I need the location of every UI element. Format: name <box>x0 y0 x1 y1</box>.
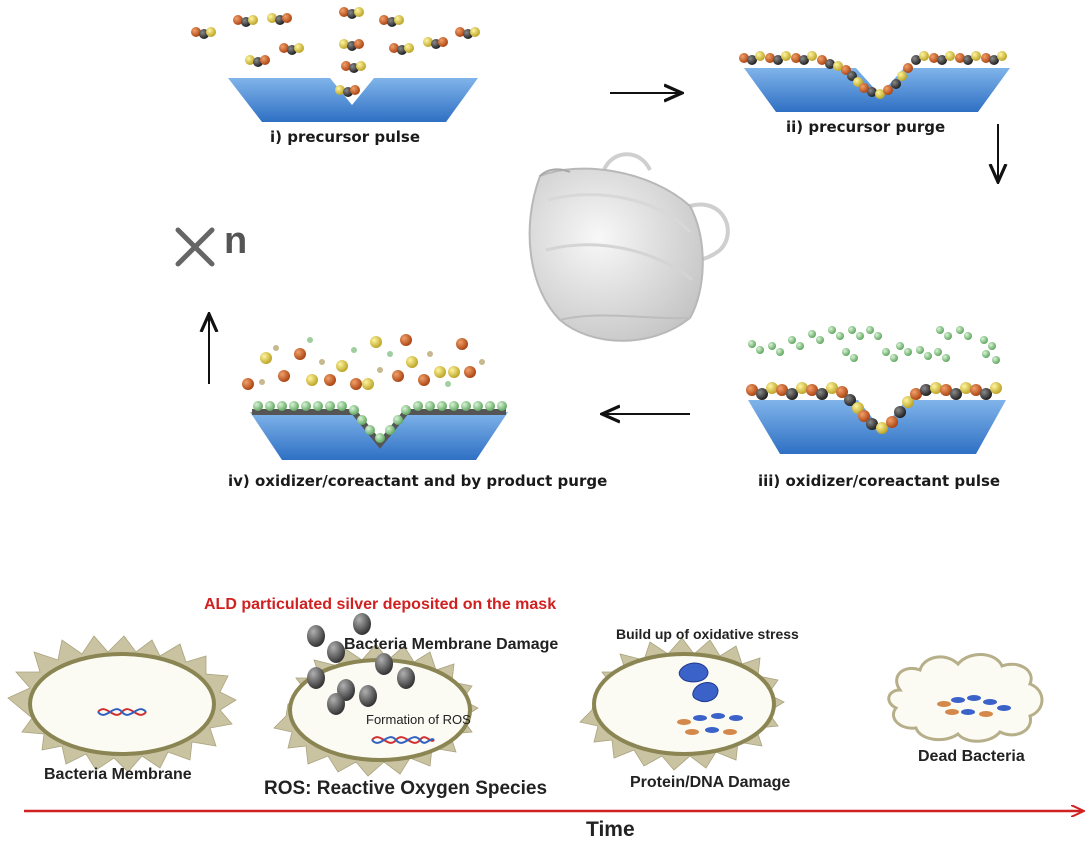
substrate-i <box>228 78 478 122</box>
time-axis-label: Time <box>586 818 635 841</box>
bacteria-cell-intact <box>7 635 237 773</box>
dead-bacteria-label: Dead Bacteria <box>918 748 1025 765</box>
repeat-times-icon <box>175 227 215 267</box>
dead-cell-fragments <box>937 695 1011 717</box>
oxidative-stress-label: Build up of oxidative stress <box>616 626 799 642</box>
step-iv-label: iv) oxidizer/coreactant and by product p… <box>228 472 608 490</box>
dead-membrane <box>887 653 1044 743</box>
adsorbed-layer-ii <box>739 51 1007 99</box>
oxidizer-molecules-iii <box>748 326 1000 364</box>
step-iii-panel <box>746 326 1006 454</box>
adsorbed-layer-iii <box>746 382 1002 434</box>
dna-icon-2 <box>371 736 435 744</box>
bacteria-cell-damaged <box>273 613 479 777</box>
dead-bacteria-cell <box>887 653 1044 743</box>
ros-formation-label: Formation of ROS <box>366 712 471 727</box>
step-ii-label: ii) precursor purge <box>786 118 946 136</box>
step-ii-panel <box>739 51 1010 112</box>
substrate-iv <box>250 412 508 460</box>
repeat-count-label: n <box>224 220 248 262</box>
silver-nanoparticles <box>307 613 415 715</box>
deposition-label: ALD particulated silver deposited on the… <box>204 596 557 613</box>
damaged-dna-fragments <box>677 713 743 735</box>
bacteria-membrane-label: Bacteria Membrane <box>44 766 192 783</box>
membrane-damage-label: Bacteria Membrane Damage <box>344 636 559 653</box>
membrane-1 <box>28 652 216 756</box>
damaged-protein-icon <box>678 662 719 703</box>
step-i-panel <box>191 7 480 122</box>
ros-definition-label: ROS: Reactive Oxygen Species <box>264 778 548 799</box>
step-iii-label: iii) oxidizer/coreactant pulse <box>758 472 1001 490</box>
step-iv-panel <box>242 334 508 460</box>
step-i-label: i) precursor pulse <box>270 128 421 146</box>
dna-icon-1 <box>97 708 147 716</box>
precursor-molecules-i <box>191 7 480 97</box>
byproduct-molecules-iv <box>242 334 485 390</box>
protein-dna-damage-label: Protein/DNA Damage <box>630 774 791 791</box>
cycle-arrows <box>209 93 998 414</box>
substrate-ii <box>744 68 1010 112</box>
oxide-layer-iv <box>252 401 507 449</box>
face-mask-image <box>528 152 730 342</box>
membrane-3 <box>592 652 776 756</box>
bacteria-cell-stressed <box>579 637 785 771</box>
